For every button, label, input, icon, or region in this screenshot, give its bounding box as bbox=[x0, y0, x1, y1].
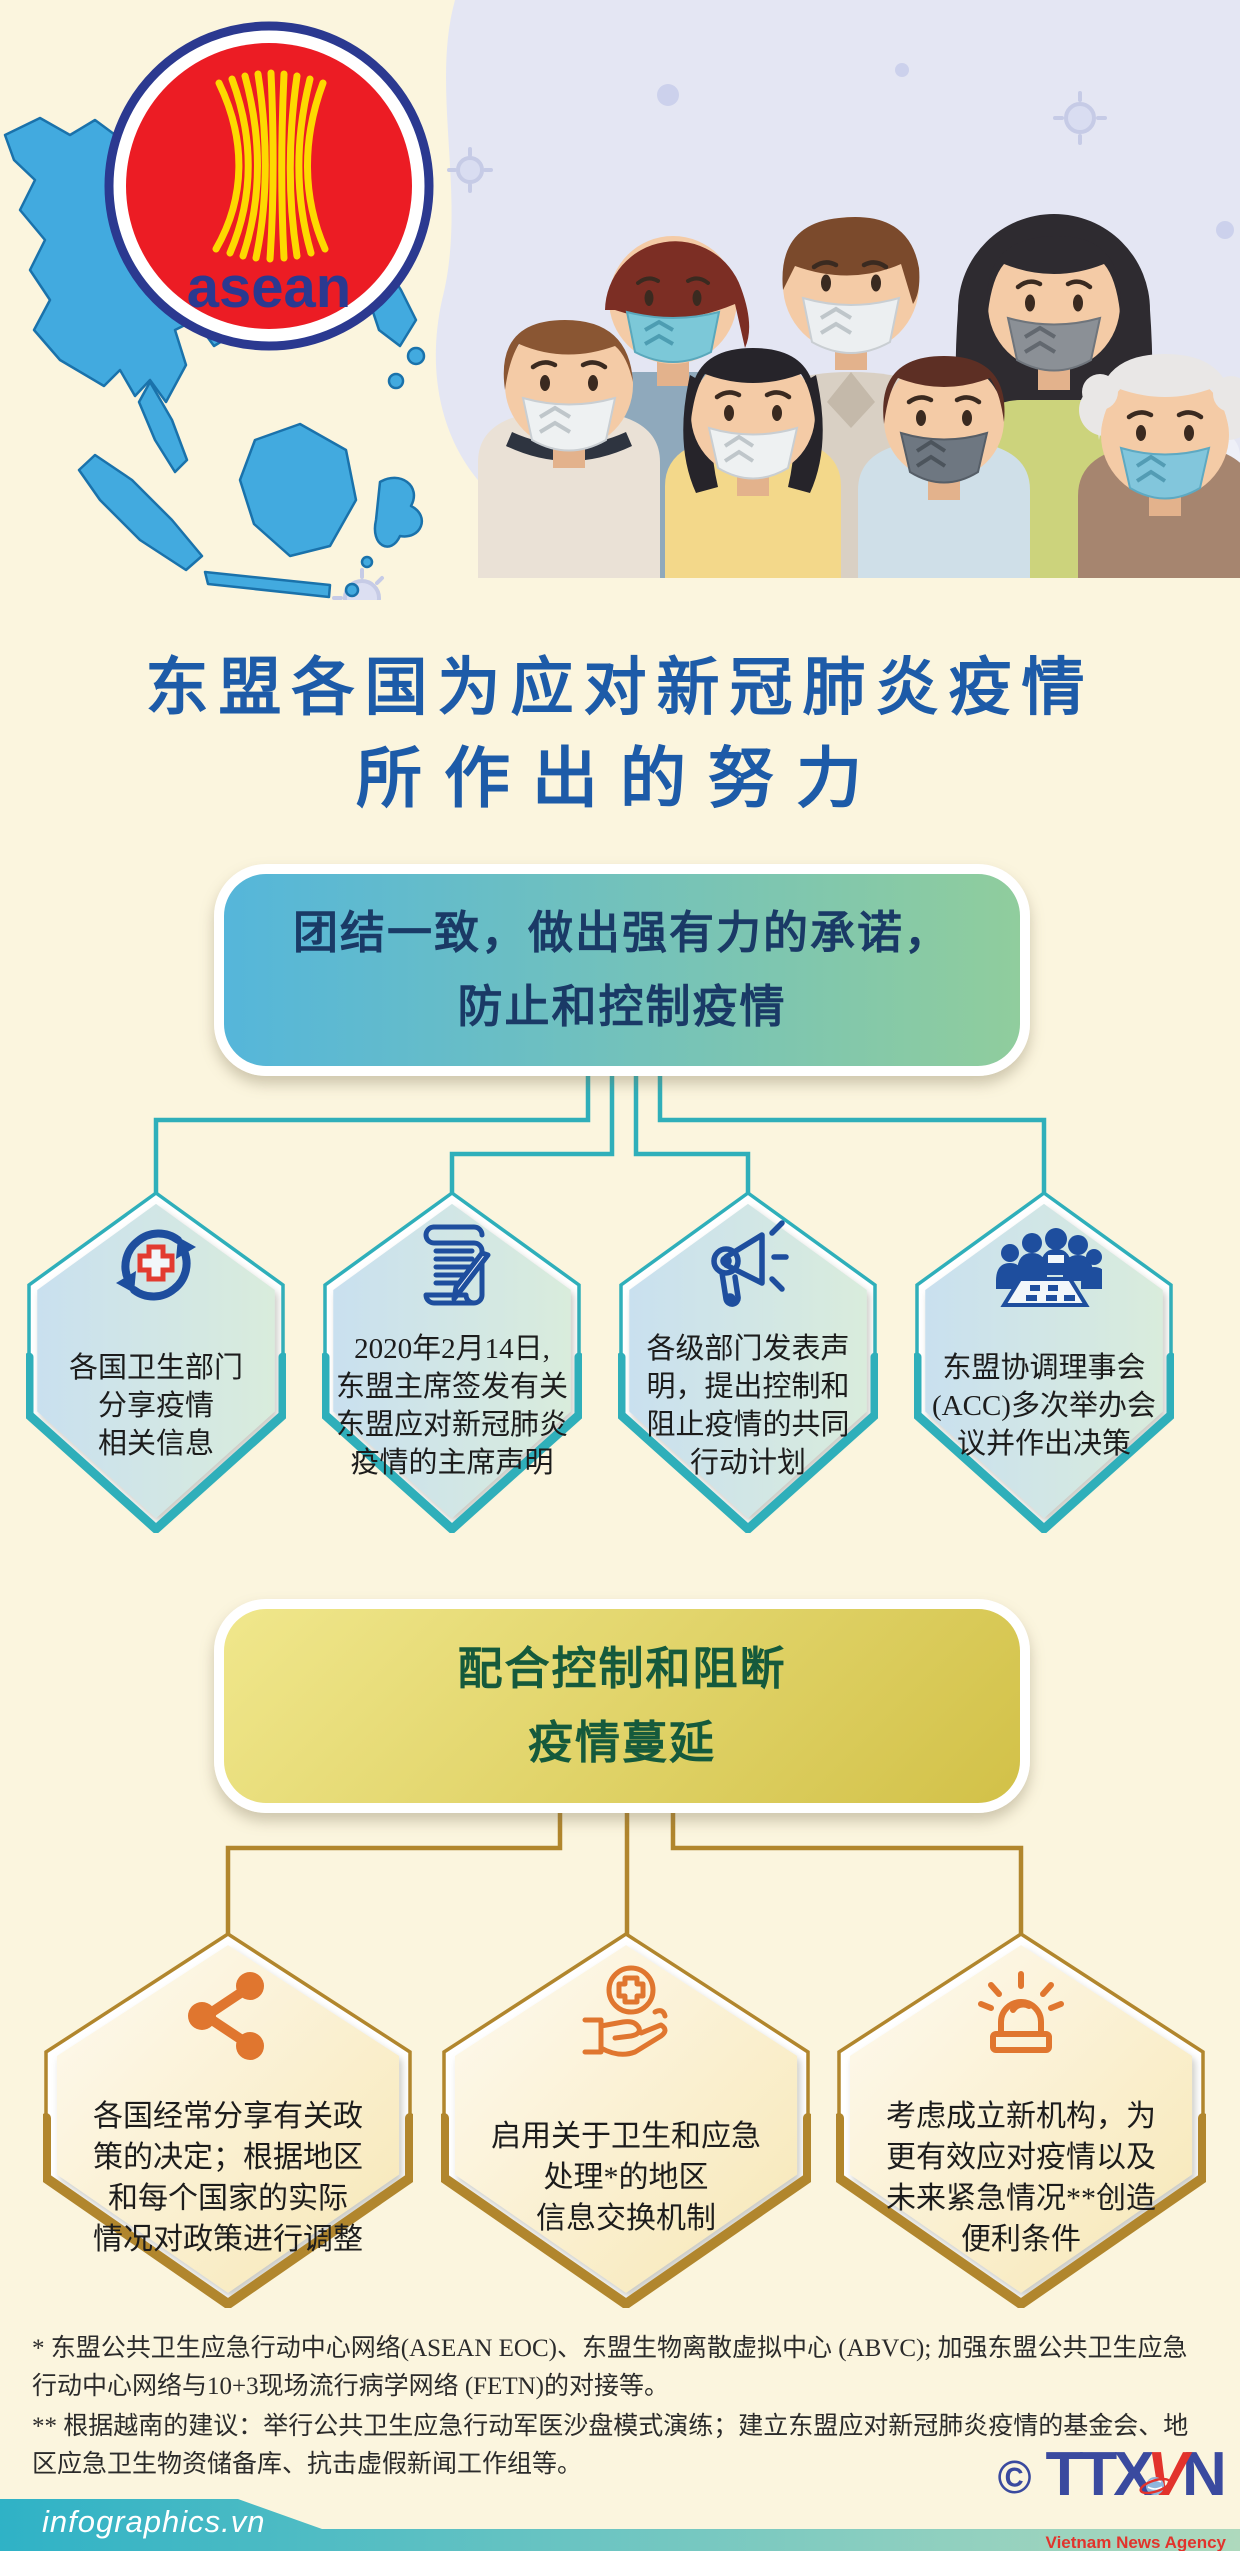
people-with-masks-illustration bbox=[478, 214, 1240, 578]
hexagon-shape bbox=[322, 1190, 582, 1533]
card-line: 各级部门发表声 bbox=[646, 1333, 850, 1365]
hand-medical-cross-icon bbox=[582, 1965, 668, 2057]
card-line: 行动计划 bbox=[689, 1447, 806, 1479]
health-sync-icon bbox=[116, 1229, 196, 1301]
card-text: 启用关于卫生和应急 处理*的地区 信息交换机制 bbox=[449, 2070, 803, 2285]
card-line: 处理*的地区 bbox=[543, 2161, 709, 2194]
footer-band bbox=[0, 2499, 1240, 2551]
card-acc-meetings: 东盟协调理事会 (ACC)多次举办会 议并作出决策 bbox=[914, 1189, 1174, 1533]
hexagon-shape bbox=[836, 1931, 1206, 2308]
card-text: 各级部门发表声 明，提出控制和 阻止疫情的共同 行动计划 bbox=[626, 1307, 870, 1505]
card-line: 议并作出决策 bbox=[956, 1428, 1131, 1460]
commitment-banner-line1: 团结一致，做出强有力的承诺， bbox=[292, 908, 951, 958]
footnotes: * 东盟公共卫生应急行动中心网络(ASEAN EOC)、东盟生物离散虚拟中心 (… bbox=[32, 2330, 1212, 2486]
coordination-banner: 配合控制和阻断 疫情蔓延 bbox=[214, 1599, 1030, 1813]
coordination-banner-line1: 配合控制和阻断 bbox=[457, 1644, 787, 1694]
card-line: 东盟协调理事会 bbox=[942, 1352, 1146, 1384]
card-text: 考虑成立新机构，为 更有效应对疫情以及 未来紧急情况**创造 便利条件 bbox=[844, 2070, 1198, 2285]
ttxvn-logo: © TTXVN Vietnam News Agency bbox=[997, 2444, 1227, 2551]
commitment-banner: 团结一致，做出强有力的承诺， 防止和控制疫情 bbox=[214, 864, 1030, 1076]
hexagon-shape bbox=[618, 1190, 878, 1533]
card-line: 各国经常分享有关政 bbox=[93, 2099, 363, 2133]
card-line: 相关信息 bbox=[97, 1428, 214, 1460]
card-text: 东盟协调理事会 (ACC)多次举办会 议并作出决策 bbox=[922, 1307, 1166, 1505]
asean-logo-text: asean bbox=[187, 255, 351, 320]
card-text: 2020年2月14日, 东盟主席签发有关 东盟应对新冠肺炎 疫情的主席声明 bbox=[330, 1307, 574, 1505]
hexagon-shape bbox=[914, 1190, 1174, 1533]
footnote-1: * 东盟公共卫生应急行动中心网络(ASEAN EOC)、东盟生物离散虚拟中心 (… bbox=[32, 2335, 1188, 2400]
share-icon bbox=[188, 1972, 264, 2060]
card-line: 和每个国家的实际 bbox=[108, 2181, 348, 2215]
card-health-info-sharing: 各国卫生部门 分享疫情 相关信息 bbox=[26, 1189, 286, 1533]
ttxvn-logo-ttx: TTX bbox=[1045, 2440, 1155, 2509]
header-illustration bbox=[3, 0, 1240, 600]
person-front-1 bbox=[478, 320, 660, 578]
card-line: 未来紧急情况**创造 bbox=[886, 2181, 1156, 2215]
person-front-3 bbox=[858, 356, 1030, 578]
statement-scroll-icon bbox=[423, 1224, 491, 1306]
card-line: 启用关于卫生和应急 bbox=[491, 2120, 761, 2153]
card-line: 阻止疫情的共同 bbox=[646, 1409, 850, 1441]
hexagon-shape bbox=[26, 1190, 286, 1533]
hexagon-shape bbox=[441, 1931, 811, 2308]
card-line: 东盟主席签发有关 bbox=[335, 1371, 568, 1403]
agency-name: Vietnam News Agency bbox=[1045, 2533, 1226, 2551]
card-line: 各国卫生部门 bbox=[68, 1352, 243, 1384]
ttxvn-logo-v: V bbox=[1146, 2440, 1188, 2509]
card-line: 信息交换机制 bbox=[536, 2202, 716, 2235]
page-title-line2: 所作出的努力 bbox=[356, 743, 884, 816]
footnote-2: ** 根据越南的建议：举行公共卫生应急行动军医沙盘模式演练；建立东盟应对新冠肺炎… bbox=[32, 2413, 1189, 2478]
card-line: 东盟应对新冠肺炎 bbox=[335, 1409, 568, 1441]
siren-icon bbox=[978, 1971, 1064, 2053]
card-line: 情况对政策进行调整 bbox=[93, 2222, 363, 2256]
card-info-exchange-mechanism: 启用关于卫生和应急 处理*的地区 信息交换机制 bbox=[441, 1930, 811, 2308]
site-link[interactable]: infographics.vn bbox=[42, 2504, 266, 2539]
card-chairman-statement: 2020年2月14日, 东盟主席签发有关 东盟应对新冠肺炎 疫情的主席声明 bbox=[322, 1189, 582, 1533]
card-text: 各国卫生部门 分享疫情 相关信息 bbox=[34, 1307, 278, 1505]
card-line: 策的决定；根据地区 bbox=[93, 2140, 363, 2174]
coordination-banner-line2: 疫情蔓延 bbox=[527, 1718, 716, 1768]
card-line: 明，提出控制和 bbox=[646, 1371, 850, 1403]
card-line: 分享疫情 bbox=[97, 1390, 214, 1422]
meeting-icon bbox=[996, 1228, 1102, 1307]
card-line: (ACC)多次举办会 bbox=[932, 1390, 1156, 1422]
gold-connectors bbox=[225, 1806, 1024, 1938]
card-text: 各国经常分享有关政 策的决定；根据地区 和每个国家的实际 情况对政策进行调整 bbox=[51, 2070, 405, 2285]
teal-connectors bbox=[153, 1068, 1047, 1196]
megaphone-icon bbox=[711, 1220, 789, 1307]
card-new-mechanisms: 考虑成立新机构，为 更有效应对疫情以及 未来紧急情况**创造 便利条件 bbox=[836, 1930, 1206, 2308]
ttxvn-logo-n: N bbox=[1182, 2440, 1227, 2509]
person-front-2 bbox=[665, 348, 841, 578]
page-title-line1: 东盟各国为应对新冠肺炎疫情 bbox=[145, 653, 1095, 723]
globe-icon bbox=[1139, 2477, 1171, 2495]
card-policy-sharing: 各国经常分享有关政 策的决定；根据地区 和每个国家的实际 情况对政策进行调整 bbox=[43, 1930, 413, 2308]
person-front-elderly bbox=[1078, 354, 1240, 578]
page-title: 东盟各国为应对新冠肺炎疫情 所作出的努力 bbox=[0, 642, 1240, 826]
commitment-banner-line2: 防止和控制疫情 bbox=[457, 982, 787, 1032]
hexagon-shape bbox=[43, 1931, 413, 2308]
asean-paddy-sheaf bbox=[212, 69, 329, 263]
card-joint-action-plan: 各级部门发表声 明，提出控制和 阻止疫情的共同 行动计划 bbox=[618, 1189, 878, 1533]
card-line: 疫情的主席声明 bbox=[350, 1447, 554, 1479]
asean-logo: asean bbox=[104, 21, 434, 351]
card-line: 考虑成立新机构，为 bbox=[886, 2099, 1156, 2133]
copyright-symbol: © bbox=[997, 2451, 1032, 2503]
card-line: 便利条件 bbox=[961, 2222, 1081, 2256]
card-line: 更有效应对疫情以及 bbox=[886, 2140, 1156, 2174]
card-line: 2020年2月14日, bbox=[354, 1333, 550, 1365]
